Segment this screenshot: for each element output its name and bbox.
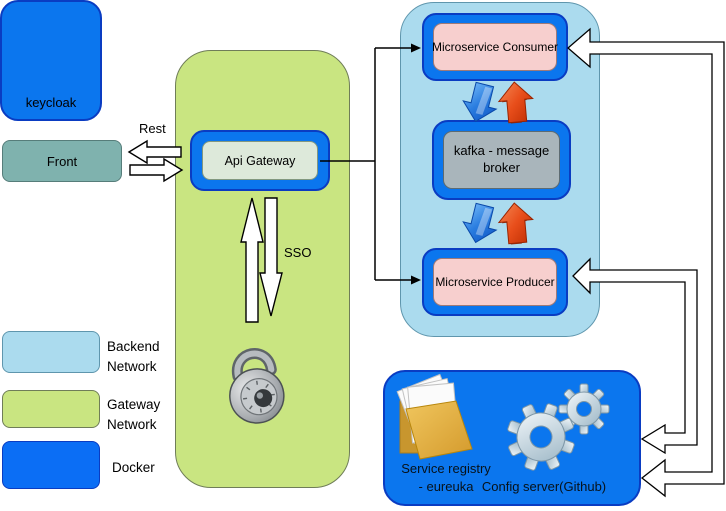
microservice-producer-label: Microservice Producer [435,275,555,289]
rest-arrow-left [127,139,182,165]
kafka-label: kafka - message broker [453,143,550,175]
legend-label-docker: Docker [112,460,155,475]
microservice-consumer-inner: Microservice Consumer [431,23,559,71]
front-node: Front [2,140,122,182]
legend-swatch-gateway-network [2,390,100,428]
config-server-caption: Config server(Github) [481,479,607,494]
microservice-producer-inner: Microservice Producer [433,258,557,306]
kafka-inner: kafka - message broker [443,131,560,189]
legend-label-backend-network: Backend Network [107,339,160,374]
microservice-consumer-label: Microservice Consumer [431,40,559,54]
rest-edge-label: Rest [139,121,166,136]
keycloak-node: keycloak [0,0,102,121]
front-label: Front [46,153,78,169]
sso-edge-label: SSO [284,245,312,260]
legend-swatch-docker [2,441,100,489]
keycloak-label: keycloak [25,95,77,110]
service-registry-caption: Service registry - eureuka [401,461,491,494]
api-gateway-inner: Api Gateway [202,141,318,180]
gateway-network-container [175,50,350,488]
api-gateway-label: Api Gateway [224,153,296,168]
legend-swatch-backend-network [2,331,100,373]
legend-label-gateway-network: Gateway Network [107,397,161,432]
